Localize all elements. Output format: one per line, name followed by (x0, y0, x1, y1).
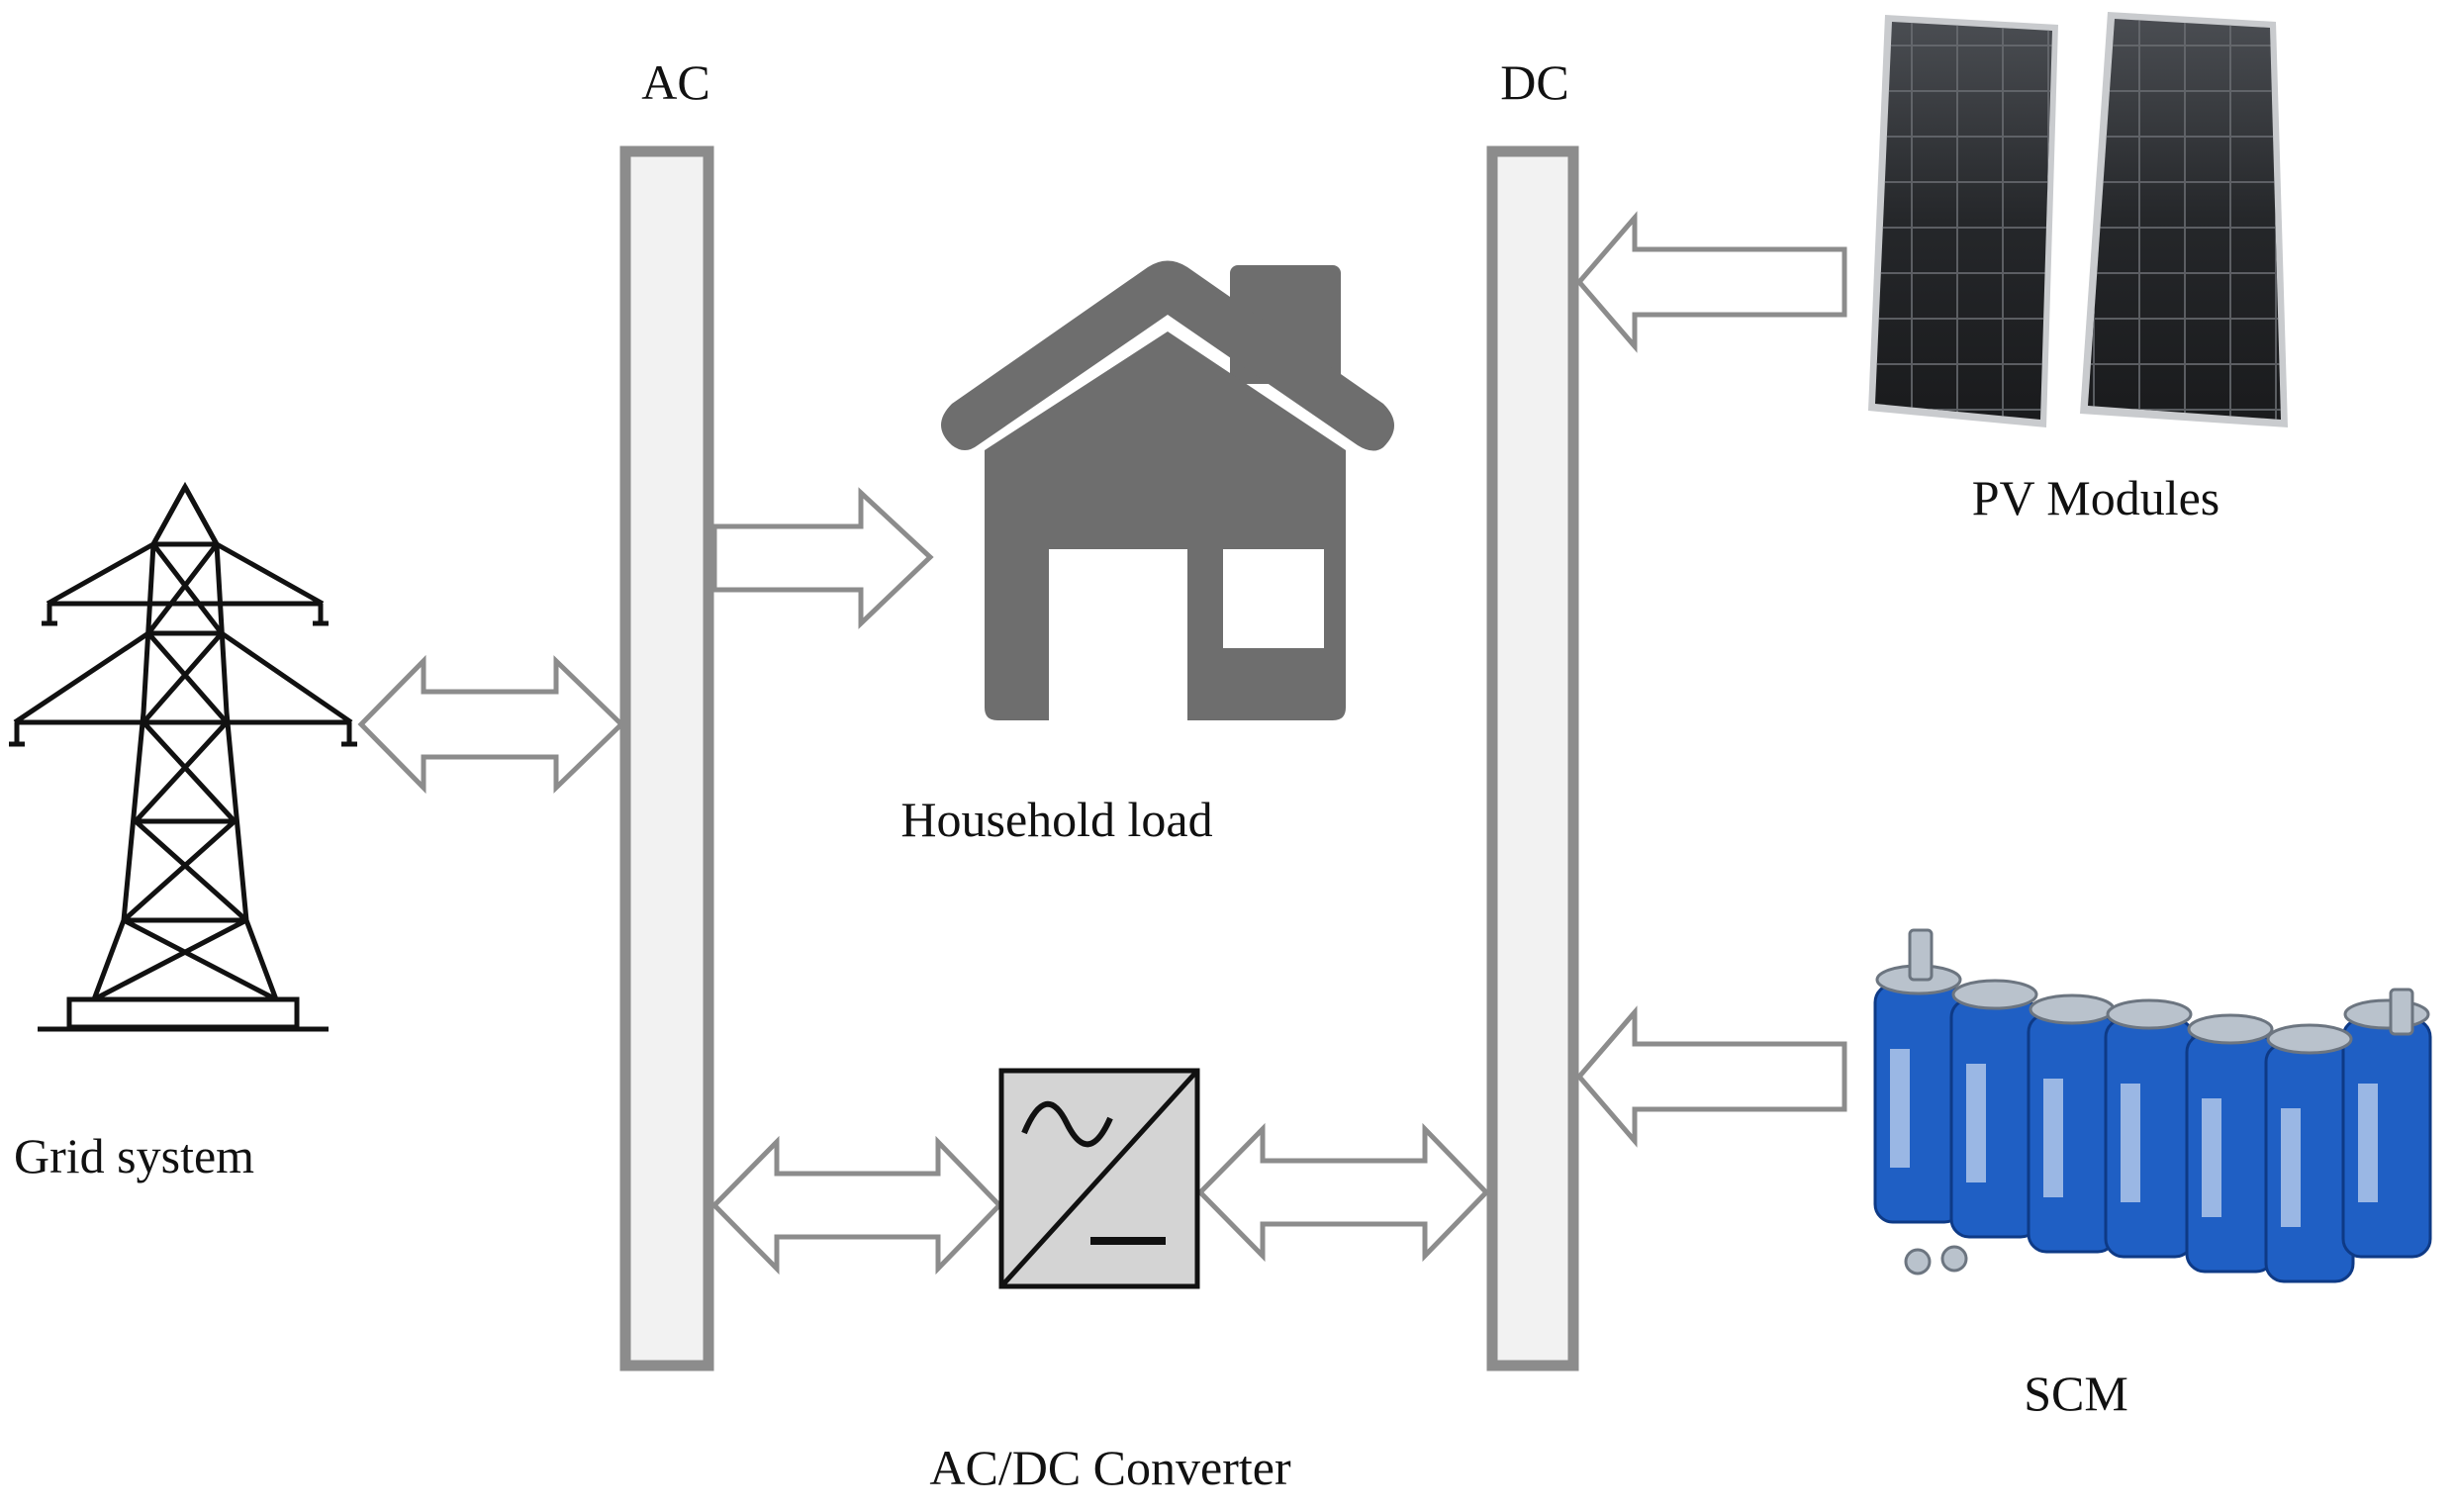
solar-panel-left (1868, 15, 2058, 427)
pv-dc-arrow (1575, 211, 1847, 353)
ac-bus (619, 145, 714, 1371)
grid-system-label: Grid system (14, 1128, 254, 1183)
transmission-tower-icon (9, 481, 357, 1032)
converter-dc-arrow (1196, 1122, 1490, 1263)
solar-panel-right (2080, 12, 2288, 427)
ac-load-arrow (711, 487, 934, 629)
grid-ac-arrow (357, 654, 625, 795)
dc-bus (1486, 145, 1579, 1371)
dc-bus-label: DC (1500, 54, 1568, 110)
house-icon (941, 260, 1394, 720)
household-load-label: Household load (900, 792, 1212, 847)
scm-dc-arrow (1575, 1005, 1847, 1148)
ac-bus-label: AC (641, 54, 709, 110)
supercapacitor-module-icon (1873, 928, 2432, 1283)
solar-panel-icon (1868, 12, 2288, 427)
converter-label: AC/DC Converter (929, 1440, 1291, 1495)
ac-dc-converter-icon (998, 1068, 1200, 1289)
scm-label: SCM (2024, 1366, 2128, 1421)
ac-converter-arrow (710, 1135, 1003, 1276)
pv-modules-label: PV Modules (1972, 470, 2220, 525)
